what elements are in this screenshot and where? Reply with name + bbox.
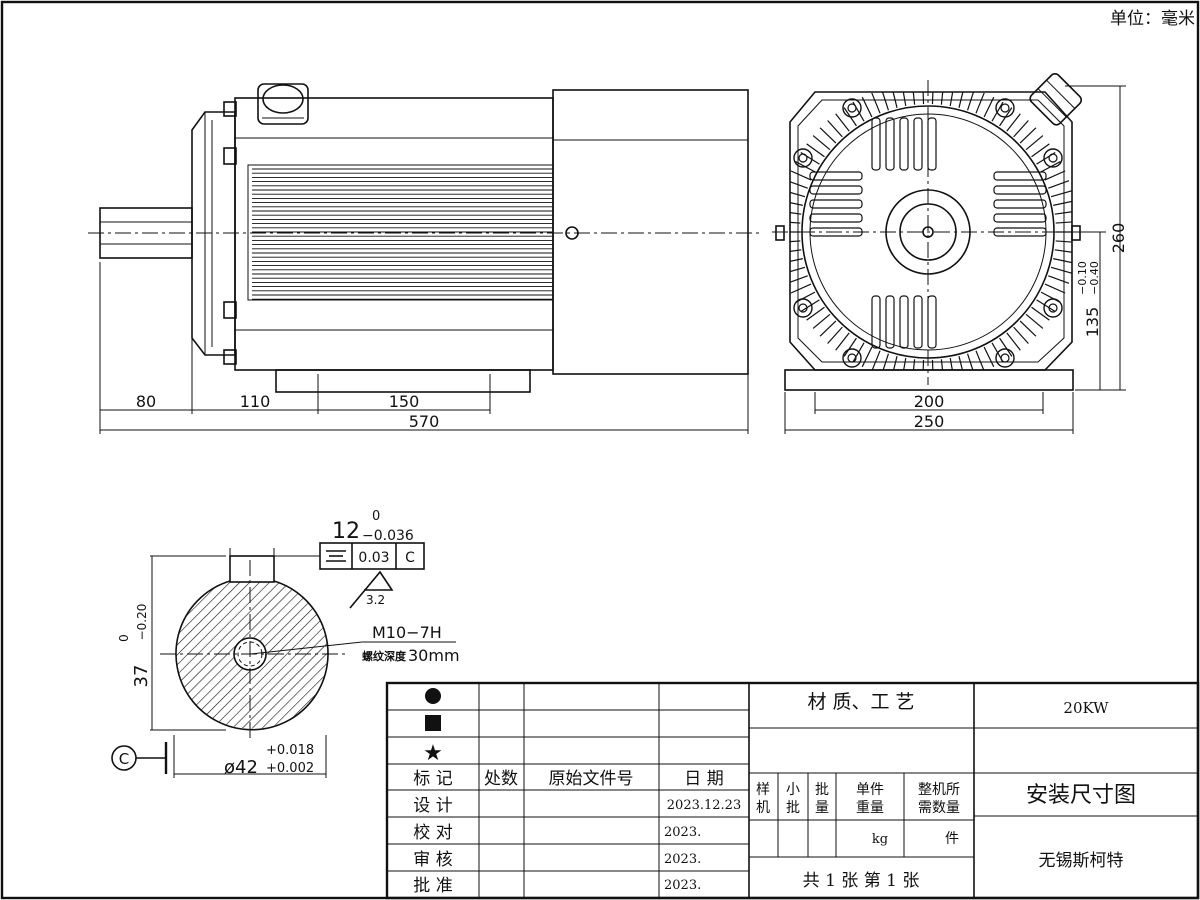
row-approve: 批 准 bbox=[413, 876, 452, 896]
unit-label: 单位：毫米 bbox=[1110, 9, 1195, 29]
roughness-value: 3.2 bbox=[366, 593, 385, 607]
thread-depth: 30mm bbox=[408, 646, 460, 665]
row-check-date: 2023. bbox=[664, 825, 701, 840]
front-cable-gland bbox=[1029, 72, 1083, 126]
dim-overall-height: 260 bbox=[1109, 223, 1128, 254]
header-mark: 标 记 bbox=[413, 769, 452, 789]
sheet-count: 共 1 张 第 1 张 bbox=[803, 871, 920, 891]
shaft-circle bbox=[175, 580, 329, 731]
datum-label: C bbox=[119, 750, 129, 768]
col-sample-2: 机 bbox=[756, 800, 770, 816]
bolt bbox=[793, 298, 813, 318]
title-block: ★ 标 记 处数 原始文件号 日 期 设 计 2023.12.23 校 对 20… bbox=[385, 681, 1200, 900]
key-width-tol-upper: 0 bbox=[372, 509, 380, 524]
col-small-batch-2: 批 bbox=[786, 800, 800, 816]
col-sample-1: 样 bbox=[756, 782, 770, 798]
bolt bbox=[995, 98, 1015, 118]
center-height-tol-upper: −0.10 bbox=[1076, 261, 1089, 295]
bolt bbox=[223, 301, 237, 319]
key-width: 12 bbox=[332, 519, 360, 544]
power-rating: 20KW bbox=[1063, 699, 1109, 717]
col-batch-1: 批 bbox=[815, 782, 829, 798]
col-small-batch-1: 小 bbox=[786, 782, 800, 798]
row-approve-date: 2023. bbox=[664, 878, 701, 893]
header-count: 处数 bbox=[484, 769, 518, 789]
circle-symbol bbox=[425, 688, 441, 704]
dim-shaft-length: 80 bbox=[136, 392, 156, 411]
roughness-symbol bbox=[349, 570, 394, 609]
row-design: 设 计 bbox=[413, 796, 452, 816]
bolt bbox=[842, 348, 862, 368]
row-check: 校 对 bbox=[413, 823, 452, 843]
thread-depth-label: 螺纹深度 bbox=[362, 649, 407, 663]
center-height-tol-lower: −0.40 bbox=[1088, 261, 1101, 295]
col-qty-1: 整机所 bbox=[918, 782, 960, 798]
key-depth-tol-upper: 0 bbox=[117, 634, 131, 642]
header-date: 日 期 bbox=[684, 769, 723, 789]
thread-spec: M10−7H bbox=[372, 623, 442, 642]
unit-kg: kg bbox=[872, 832, 888, 847]
bolt bbox=[842, 98, 862, 118]
dim-foot-spacing: 150 bbox=[389, 392, 420, 411]
dim-base-width: 250 bbox=[914, 412, 945, 431]
row-review-date: 2023. bbox=[664, 852, 701, 867]
bolt bbox=[223, 147, 237, 165]
diameter-tol-upper: +0.018 bbox=[266, 743, 314, 758]
dim-foot-hole-spacing: 200 bbox=[914, 392, 945, 411]
shaft-diameter: ø42 bbox=[224, 757, 258, 778]
col-batch-2: 量 bbox=[815, 800, 829, 816]
dim-total-length: 570 bbox=[409, 412, 440, 431]
tolerance-datum: C bbox=[405, 550, 415, 566]
keyway bbox=[229, 555, 275, 583]
unit-pcs: 件 bbox=[945, 831, 959, 847]
mounting-foot bbox=[275, 369, 531, 393]
side-view: 80 110 150 570 bbox=[88, 83, 760, 434]
symmetry-symbol bbox=[326, 550, 346, 562]
front-base bbox=[784, 369, 1074, 391]
bolt bbox=[1043, 148, 1063, 168]
col-unit-weight-2: 重量 bbox=[856, 800, 884, 816]
key-depth-tol-lower: −0.20 bbox=[135, 604, 149, 641]
star-symbol: ★ bbox=[423, 741, 443, 766]
drawing-title: 安装尺寸图 bbox=[1026, 783, 1136, 808]
dim-flange-length: 110 bbox=[240, 392, 271, 411]
bolt bbox=[1043, 298, 1063, 318]
material-process-label: 材 质、工 艺 bbox=[807, 691, 914, 713]
cable-gland bbox=[257, 83, 309, 125]
key-depth: 37 bbox=[131, 665, 152, 688]
col-qty-2: 需数量 bbox=[918, 800, 960, 816]
geometric-tolerance-frame bbox=[319, 542, 425, 570]
rear-housing bbox=[552, 89, 749, 375]
front-view: 200 250 260 135 −0.10 −0.40 bbox=[772, 72, 1128, 434]
row-review: 审 核 bbox=[413, 850, 452, 870]
bolt bbox=[995, 348, 1015, 368]
dim-center-height: 135 bbox=[1083, 307, 1102, 338]
row-design-date: 2023.12.23 bbox=[667, 798, 741, 813]
motor-body bbox=[234, 97, 554, 371]
square-symbol bbox=[425, 715, 441, 731]
shaft-section: 12 0 −0.036 0.03 C 3.2 37 0 −0.20 M10−7H… bbox=[111, 509, 460, 778]
diameter-tol-lower: +0.002 bbox=[266, 761, 314, 776]
bolt bbox=[793, 148, 813, 168]
symmetry-tolerance: 0.03 bbox=[358, 550, 389, 566]
key-width-tol-lower: −0.036 bbox=[362, 528, 414, 544]
company-name: 无锡斯柯特 bbox=[1039, 851, 1124, 871]
col-unit-weight-1: 单件 bbox=[856, 782, 884, 798]
header-doc-no: 原始文件号 bbox=[549, 769, 634, 789]
